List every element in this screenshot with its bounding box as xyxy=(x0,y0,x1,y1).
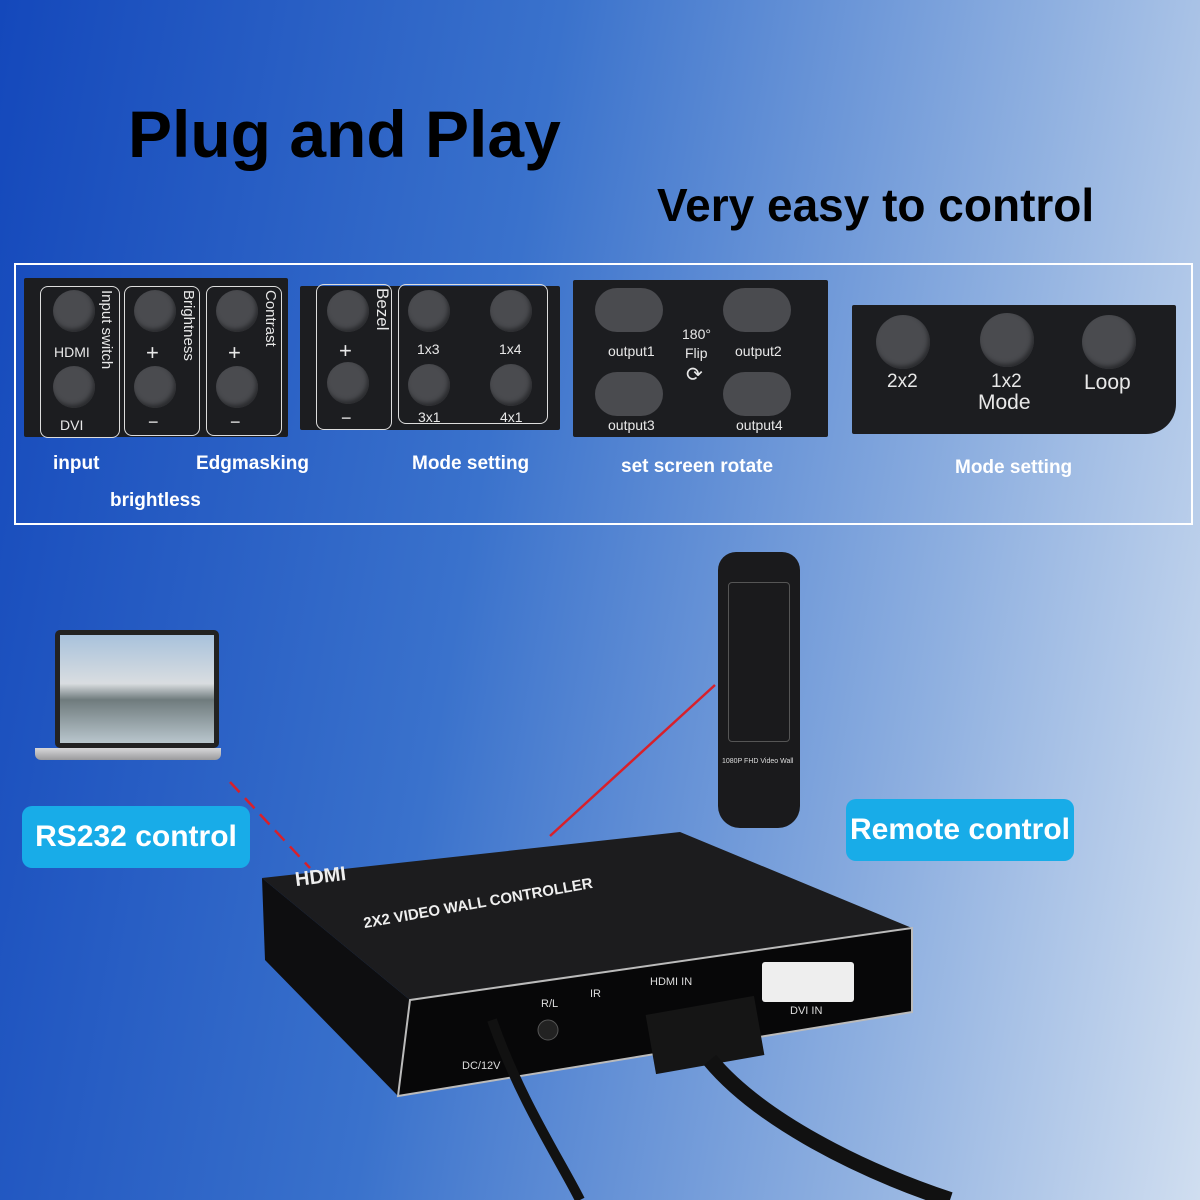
port-dvi-label: DVI IN xyxy=(790,1005,823,1017)
mode-2x2-label: 2x2 xyxy=(887,371,918,392)
output3-button[interactable] xyxy=(595,372,663,416)
device-side xyxy=(262,878,410,1096)
bezel-plus-button[interactable] xyxy=(327,290,369,332)
device-top xyxy=(262,832,912,1000)
remote-control-image: 1080P FHD Video Wall xyxy=(718,552,800,828)
brightness-label: Brightness xyxy=(180,290,197,361)
loop-label: Loop xyxy=(1084,371,1131,394)
hdmi-plug xyxy=(645,995,765,1075)
output4-button[interactable] xyxy=(723,372,791,416)
remote-control-badge: Remote control xyxy=(846,799,1074,861)
remote-panel-outputs: output1 output2 180° Flip ⟳ output3 outp… xyxy=(573,280,828,437)
power-cable xyxy=(487,1018,585,1200)
remote-panel-input-brightness-contrast: HDMI DVI Input switch + − Brightness + −… xyxy=(24,278,288,438)
remote-panel-mode: 2x2 1x2 Mode Loop xyxy=(852,305,1176,434)
mode-label: Mode xyxy=(978,391,1031,414)
plus-label: + xyxy=(339,338,352,363)
mode-1x3-label: 1x3 xyxy=(417,341,440,357)
output2-button[interactable] xyxy=(723,288,791,332)
label-set-screen-rotate: set screen rotate xyxy=(621,456,774,477)
minus-label: − xyxy=(230,412,241,432)
ir-link-line xyxy=(549,684,716,837)
dvi-label: DVI xyxy=(60,417,84,433)
output3-label: output3 xyxy=(608,417,655,433)
mode-4x1-label: 4x1 xyxy=(500,409,523,425)
mode-1x4-label: 1x4 xyxy=(499,341,522,357)
brightness-plus-button[interactable] xyxy=(134,290,176,332)
remote-panel-bezel-mode: + − Bezel 1x3 1x4 3x1 4x1 xyxy=(300,284,560,430)
mode-1x2-label: 1x2 xyxy=(991,371,1022,392)
plus-label: + xyxy=(228,340,241,365)
controls-frame xyxy=(14,263,1193,525)
rl-port xyxy=(537,1019,559,1041)
mode-1x3-button[interactable] xyxy=(408,290,450,332)
mode-4x1-button[interactable] xyxy=(490,364,532,406)
port-dc-label: DC/12V xyxy=(462,1060,501,1072)
dvi-button[interactable] xyxy=(53,366,95,408)
loop-button[interactable] xyxy=(1082,315,1136,369)
mode-3x1-label: 3x1 xyxy=(418,409,441,425)
hdmi-label: HDMI xyxy=(54,344,90,360)
label-mode-setting-1: Mode setting xyxy=(412,453,530,474)
contrast-minus-button[interactable] xyxy=(216,366,258,408)
port-hdmi-label: HDMI IN xyxy=(650,976,693,988)
contrast-label: Contrast xyxy=(262,290,279,347)
plus-label: + xyxy=(146,340,159,365)
label-edgmasking: Edgmasking xyxy=(196,453,309,474)
bezel-minus-button[interactable] xyxy=(327,362,369,404)
laptop-image xyxy=(35,630,221,766)
output2-label: output2 xyxy=(735,343,782,359)
remote-model-text: 1080P FHD Video Wall xyxy=(722,758,794,765)
flip-label-2: Flip xyxy=(685,345,708,361)
rs232-link-line xyxy=(229,781,311,869)
port-rl-label: R/L xyxy=(541,998,559,1010)
label-input: input xyxy=(53,453,100,474)
contrast-plus-button[interactable] xyxy=(216,290,258,332)
page-title: Plug and Play xyxy=(128,97,561,171)
output1-label: output1 xyxy=(608,343,655,359)
hdmi-button[interactable] xyxy=(53,290,95,332)
label-mode-setting-2: Mode setting xyxy=(955,457,1073,478)
mode-1x2-button[interactable] xyxy=(980,313,1034,367)
minus-label: − xyxy=(148,412,159,432)
mode-1x4-button[interactable] xyxy=(490,290,532,332)
port-ir-label: IR xyxy=(590,988,601,1000)
dvi-port xyxy=(762,962,854,1002)
page-subtitle: Very easy to control xyxy=(657,179,1095,231)
mode-2x2-button[interactable] xyxy=(876,315,930,369)
mode-3x1-button[interactable] xyxy=(408,364,450,406)
hdmi-cable xyxy=(703,1054,953,1200)
label-brightless: brightless xyxy=(110,490,201,511)
input-switch-label: Input switch xyxy=(98,290,115,370)
flip-label: 180° xyxy=(682,326,711,342)
rs232-badge: RS232 control xyxy=(22,806,250,868)
minus-label: − xyxy=(341,408,352,428)
brightness-minus-button[interactable] xyxy=(134,366,176,408)
output4-label: output4 xyxy=(736,417,783,433)
output1-button[interactable] xyxy=(595,288,663,332)
bezel-label: Bezel xyxy=(373,288,392,331)
rotate-icon: ⟳ xyxy=(686,364,703,386)
